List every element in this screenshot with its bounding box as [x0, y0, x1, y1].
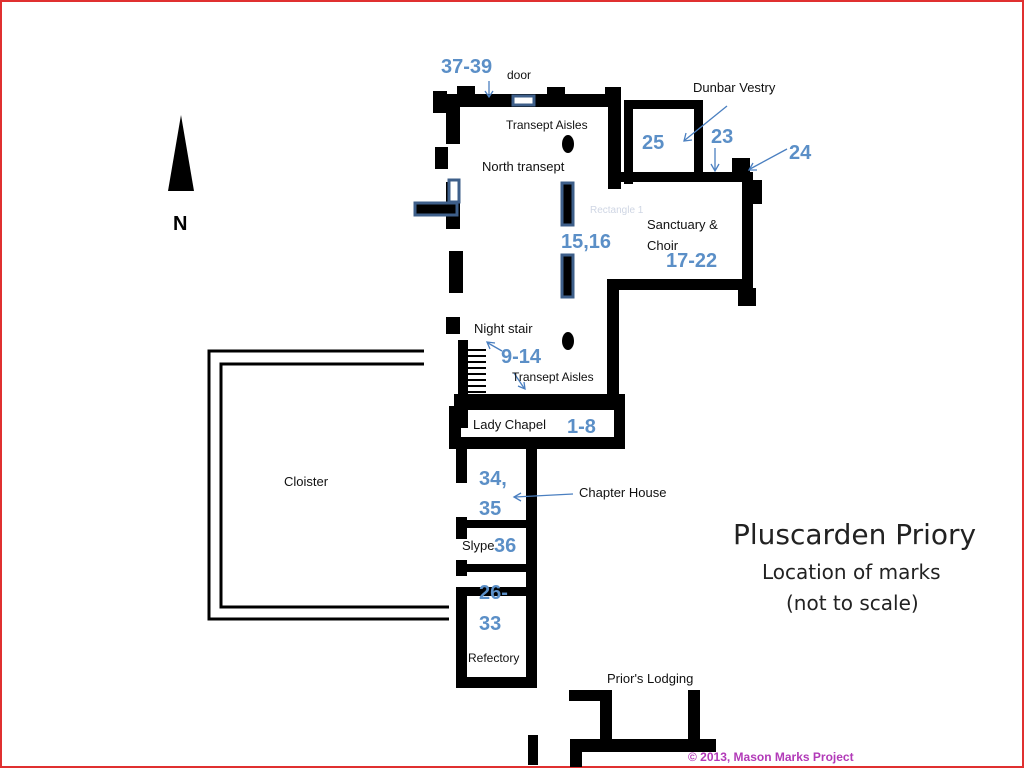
- north-label: N: [173, 213, 188, 235]
- lady-chapel-label: Lady Chapel: [473, 417, 546, 432]
- mark-26: 26-: [479, 582, 508, 604]
- mark-highlights: [413, 94, 575, 299]
- night-stair-label: Night stair: [474, 321, 533, 336]
- refectory-label: Refectory: [468, 651, 520, 665]
- slype-label: Slype: [462, 538, 495, 553]
- cloister-walls: [207, 349, 449, 621]
- chapter-house-label: Chapter House: [579, 485, 667, 500]
- night-stair-icon: [464, 349, 486, 393]
- mark-33: 33: [479, 613, 502, 635]
- church-walls: [433, 86, 762, 767]
- door-label: door: [507, 68, 532, 82]
- sanctuary-label: Sanctuary &: [647, 217, 718, 232]
- transept-aisles-south-label: Transept Aisles: [512, 370, 594, 384]
- dunbar-vestry-label: Dunbar Vestry: [693, 80, 776, 95]
- scale-note: (not to scale): [786, 591, 919, 615]
- mark-1-8: 1-8: [567, 416, 596, 438]
- diagram-subtitle: Location of marks: [762, 560, 941, 584]
- mark-37-39: 37-39: [441, 56, 493, 78]
- faint-rectangle-label: Rectangle 1: [590, 205, 644, 216]
- mark-23: 23: [711, 126, 734, 148]
- mark-25: 25: [642, 132, 665, 154]
- mark-34: 34,: [479, 468, 507, 490]
- priors-lodging-label: Prior's Lodging: [607, 671, 694, 686]
- diagram-title: Pluscarden Priory: [733, 518, 977, 551]
- copyright-notice: © 2013, Mason Marks Project: [688, 750, 854, 764]
- transept-aisles-north-label: Transept Aisles: [506, 118, 588, 132]
- cloister-label: Cloister: [284, 474, 329, 489]
- pointer-arrows: [484, 81, 788, 502]
- choir-label: Choir: [647, 238, 679, 253]
- mark-24: 24: [789, 142, 812, 164]
- mark-15-16: 15,16: [561, 231, 612, 253]
- north-transept-label: North transept: [482, 159, 565, 174]
- mark-9-14: 9-14: [501, 346, 542, 368]
- mark-36: 36: [494, 535, 517, 557]
- mark-17-22: 17-22: [666, 250, 718, 272]
- north-arrow-icon: [168, 115, 194, 191]
- mark-35: 35: [479, 498, 502, 520]
